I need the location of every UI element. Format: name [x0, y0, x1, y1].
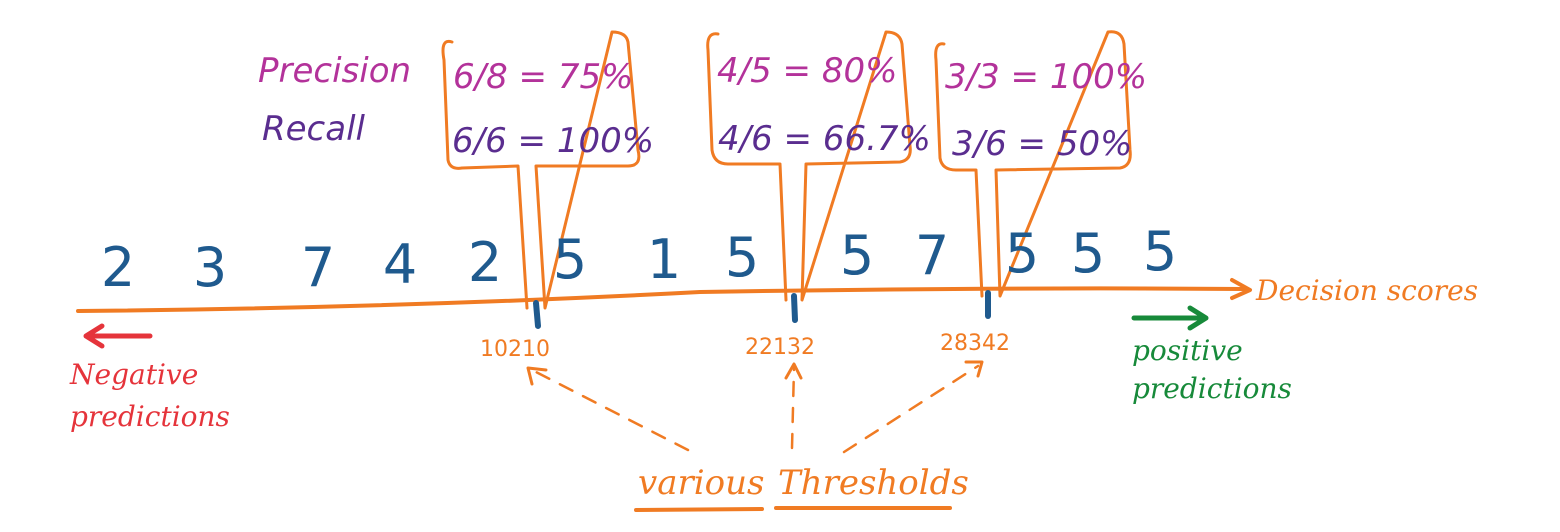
threshold-3-precision: 3/3 = 100% — [945, 57, 1147, 97]
pointer-2-head — [784, 362, 803, 380]
threshold-3-recall: 3/6 = 50% — [952, 124, 1132, 164]
digit-5: 2 — [468, 231, 502, 294]
digit-8: 5 — [725, 226, 759, 289]
threshold-1-callout — [441, 30, 641, 310]
caption-thresholds: Thresholds — [778, 463, 969, 503]
positive-arrowhead — [1187, 305, 1209, 331]
caption-various: various — [638, 463, 764, 503]
negative-label-line-2: predictions — [70, 400, 230, 433]
negative-label-line-1: Negative — [69, 358, 198, 391]
precision-row-label: Precision — [258, 51, 411, 91]
threshold-2-precision: 4/5 = 80% — [717, 51, 897, 91]
threshold-1-precision: 6/8 = 75% — [453, 57, 633, 97]
recall-row-label: Recall — [262, 109, 366, 149]
digit-3: 7 — [301, 236, 335, 299]
digit-4: 4 — [383, 233, 417, 296]
decision-axis-arrowhead — [1230, 278, 1252, 300]
threshold-2-value: 22132 — [745, 335, 815, 360]
digit-1: 2 — [101, 236, 135, 299]
threshold-1-tick — [533, 300, 541, 329]
pointer-3-head — [964, 360, 984, 378]
caption-various-underline — [634, 507, 764, 512]
pointer-1-head — [526, 366, 548, 386]
digit-7: 1 — [647, 228, 681, 291]
threshold-2-callout — [706, 30, 912, 302]
threshold-2-tick — [791, 293, 798, 323]
pointer-to-threshold-3 — [842, 364, 980, 454]
digit-12: 5 — [1071, 222, 1105, 285]
digit-2: 3 — [193, 236, 227, 299]
digit-10: 7 — [915, 224, 949, 287]
digit-9: 5 — [840, 224, 874, 287]
digit-11: 5 — [1005, 222, 1039, 285]
threshold-1-recall: 6/6 = 100% — [452, 121, 654, 161]
threshold-2-recall: 4/6 = 66.7% — [718, 119, 931, 159]
threshold-3-value: 28342 — [940, 331, 1010, 356]
positive-label-line-1: positive — [1132, 334, 1243, 367]
decision-axis-line — [76, 286, 1247, 313]
threshold-3-callout — [934, 30, 1132, 298]
digit-6: 5 — [553, 228, 587, 291]
pointer-to-threshold-1 — [534, 370, 690, 452]
axis-label: Decision scores — [1255, 274, 1478, 307]
threshold-1-value: 10210 — [480, 337, 550, 362]
pointer-to-threshold-2 — [790, 366, 796, 450]
negative-arrowhead — [83, 323, 105, 349]
digit-13: 5 — [1143, 220, 1177, 283]
positive-label-line-2: predictions — [1132, 372, 1292, 405]
